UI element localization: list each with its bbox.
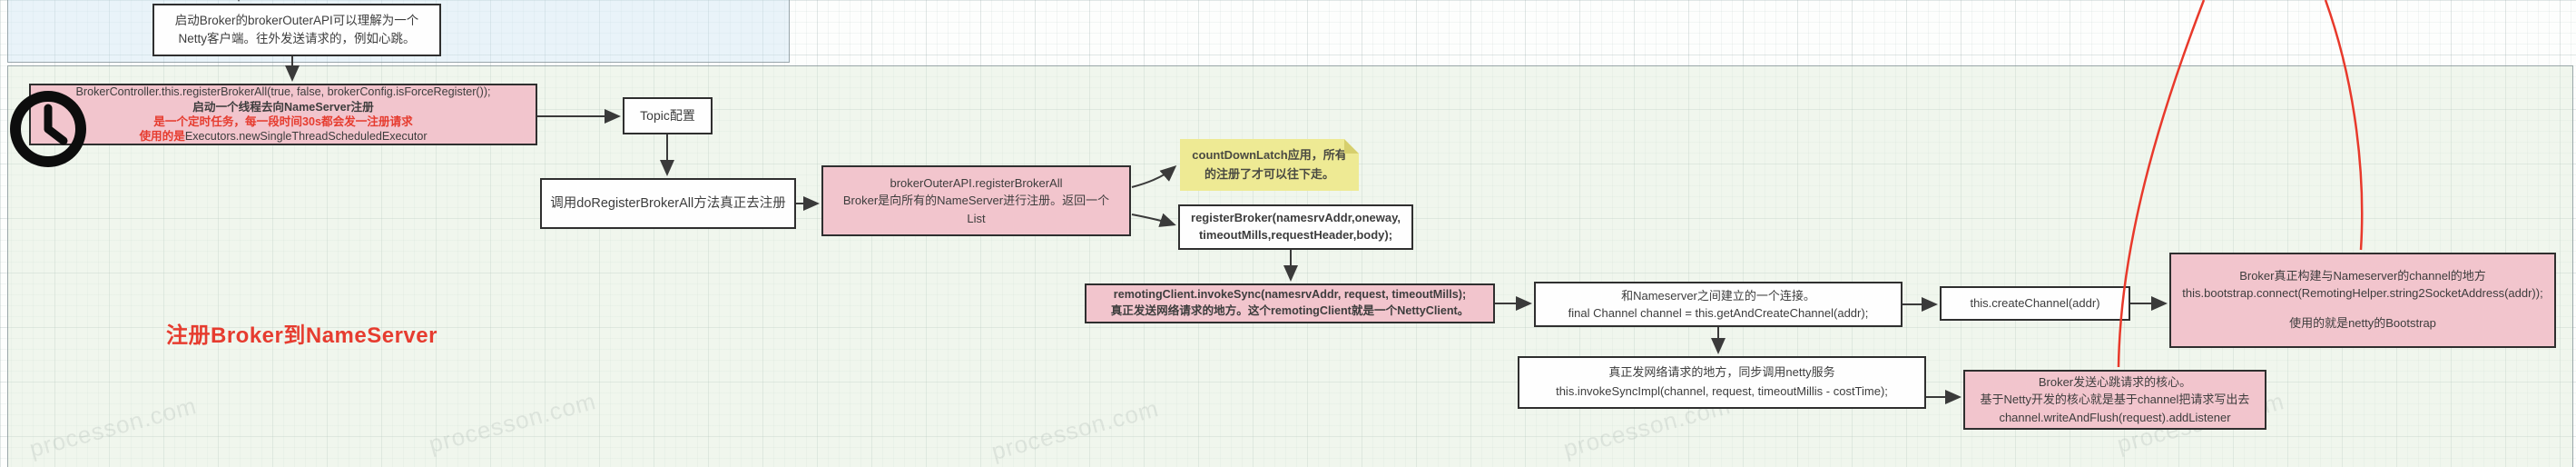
diagram-title: 注册Broker到NameServer [166, 323, 438, 348]
node-text: registerBroker(namesrvAddr,oneway, [1191, 211, 1401, 225]
node-text: 和Nameserver之间建立的一个连接。 [1621, 288, 1815, 303]
node-invoke-sync-impl[interactable]: 真正发网络请求的地方，同步调用netty服务 this.invokeSyncIm… [1518, 356, 1926, 409]
node-text: brokerOuterAPI.registerBrokerAll [890, 175, 1063, 190]
node-create-channel[interactable]: this.createChannel(addr) [1940, 286, 2130, 321]
node-text: 真正发网络请求的地方，同步调用netty服务 [1608, 365, 1835, 380]
node-text: Broker发送心跳请求的核心。 [2038, 374, 2192, 389]
note-text: countDownLatch应用，所有 [1192, 148, 1347, 163]
node-text: Netty客户端。往外发送请求的，例如心跳。 [178, 32, 416, 45]
node-remoting-client-invoke-sync[interactable]: remotingClient.invokeSync(namesrvAddr, r… [1085, 283, 1495, 323]
node-text: this.createChannel(addr) [1970, 295, 2100, 310]
note-text: 的注册了才可以往下走。 [1204, 166, 1334, 181]
node-text: 真正发送网络请求的地方。这个remotingClient就是一个NettyCli… [1110, 304, 1470, 317]
node-text: 启动Broker的brokerOuterAPI可以理解为一个 [174, 13, 419, 27]
node-text-red-segment: 使用的是 [139, 130, 185, 144]
node-text: 使用的是Executors.newSingleThreadScheduledEx… [36, 129, 530, 144]
node-text-segment: Executors.newSingleThreadScheduledExecut… [184, 130, 428, 144]
node-do-register-broker-all[interactable]: 调用doRegisterBrokerAll方法真正去注册 [540, 178, 796, 229]
node-channel-write-and-flush[interactable]: Broker发送心跳请求的核心。 基于Netty开发的核心就是基于channel… [1963, 370, 2266, 430]
node-broker-outer-register-all[interactable]: brokerOuterAPI.registerBrokerAll Broker是… [821, 165, 1131, 236]
node-text: 启动一个线程去向NameServer注册 [192, 100, 374, 114]
clock-icon[interactable] [7, 87, 89, 169]
node-register-broker-all[interactable]: BrokerController.this.registerBrokerAll(… [29, 84, 537, 145]
node-text: 基于Netty开发的核心就是基于channel把请求写出去 [1980, 392, 2250, 407]
node-text: 使用的就是netty的Bootstrap [2289, 315, 2436, 330]
node-text: timeoutMills,requestHeader,body); [1198, 228, 1393, 242]
spacer [2178, 303, 2547, 315]
node-text: 是一个定时任务，每一段时间30s都会发一注册请求 [153, 115, 413, 128]
sticky-note-countdownlatch[interactable]: countDownLatch应用，所有 的注册了才可以往下走。 [1180, 139, 1359, 191]
node-text: Broker是向所有的NameServer进行注册。返回一个List [842, 194, 1110, 225]
node-text: 调用doRegisterBrokerAll方法真正去注册 [550, 195, 786, 211]
node-broker-outer-api-note[interactable]: 启动Broker的brokerOuterAPI可以理解为一个 Netty客户端。… [152, 4, 441, 56]
node-text: BrokerController.this.registerBrokerAll(… [75, 85, 491, 99]
node-text: this.bootstrap.connect(RemotingHelper.st… [2182, 286, 2543, 301]
node-register-broker-call[interactable]: registerBroker(namesrvAddr,oneway, timeo… [1178, 204, 1413, 250]
node-text: final Channel channel = this.getAndCreat… [1568, 306, 1869, 320]
node-topic-config[interactable]: Topic配置 [623, 97, 713, 134]
node-text: channel.writeAndFlush(request).addListen… [1999, 410, 2231, 424]
node-text: Broker真正构建与Nameserver的channel的地方 [2239, 269, 2486, 283]
node-text: Topic配置 [640, 107, 695, 123]
node-text: remotingClient.invokeSync(namesrvAddr, r… [1113, 288, 1467, 302]
node-get-and-create-channel[interactable]: 和Nameserver之间建立的一个连接。 final Channel chan… [1534, 282, 1903, 327]
node-text: this.invokeSyncImpl(channel, request, ti… [1556, 384, 1888, 398]
node-bootstrap-connect[interactable]: Broker真正构建与Nameserver的channel的地方 this.bo… [2169, 253, 2556, 348]
